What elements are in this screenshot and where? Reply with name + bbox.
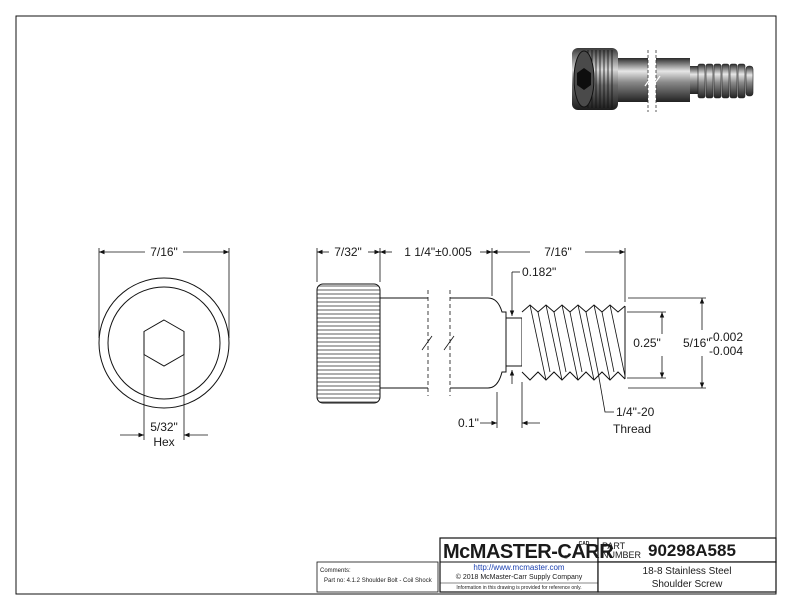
cad-badge: CAD	[579, 541, 590, 547]
undercut-label: 0.1"	[458, 416, 479, 430]
sheet-border	[15, 15, 777, 595]
part-label-line2: NUMBER	[602, 550, 642, 560]
thread-body	[521, 304, 626, 381]
knurled-head	[316, 283, 381, 404]
side-view: 7/32" 1 1/4"±0.005 7/16" 0.182" 0.1" 0.2…	[316, 245, 743, 436]
description-box	[597, 561, 777, 593]
title-block: Comments: Part no: 4.1.2 Shoulder Bolt -…	[316, 537, 777, 593]
thread-length-label: 7/16"	[544, 245, 572, 259]
hex-socket	[143, 319, 185, 367]
thread-diameter-label: 0.25"	[633, 336, 661, 350]
hex-size-label: 5/32"	[150, 420, 178, 434]
neck-length-label: 0.182"	[522, 265, 556, 279]
hex-sublabel: Hex	[153, 435, 174, 449]
brand-registered-mark: ®	[564, 554, 568, 561]
description-line1: 18-8 Stainless Steel	[643, 566, 732, 577]
website-link[interactable]: http://www.mcmaster.com	[473, 563, 564, 572]
comments-text: Part no: 4.1.2 Shoulder Bolt - Coil Shoc…	[324, 578, 433, 584]
comments-box	[316, 561, 439, 593]
thread-word-label: Thread	[613, 422, 651, 436]
shoulder-tolerance-upper: -0.002	[709, 330, 743, 344]
description-line2: Shoulder Screw	[652, 579, 723, 590]
disclaimer-text: Information in this drawing is provided …	[456, 585, 581, 591]
brand-logo: McMASTER-CARR	[443, 541, 614, 563]
shoulder-diameter-label: 5/16"	[683, 336, 711, 350]
shoulder-length-label: 1 1/4"±0.005	[404, 245, 472, 259]
part-number-box	[597, 537, 777, 563]
end-view-width-label: 7/16"	[150, 245, 178, 259]
shoulder-outline	[380, 297, 507, 389]
part-label-line1: PART	[602, 541, 626, 551]
copyright-text: © 2018 McMaster-Carr Supply Company	[456, 573, 583, 581]
shoulder-tolerance-lower: -0.004	[709, 344, 743, 358]
head-length-label: 7/32"	[334, 245, 362, 259]
shoulder-screw-3d-preview	[572, 48, 754, 112]
end-view: 7/16" 5/32" Hex	[98, 245, 230, 449]
part-number: 90298A585	[648, 541, 736, 560]
thread-spec-label: 1/4"-20	[616, 405, 655, 419]
comments-label: Comments:	[320, 568, 351, 574]
